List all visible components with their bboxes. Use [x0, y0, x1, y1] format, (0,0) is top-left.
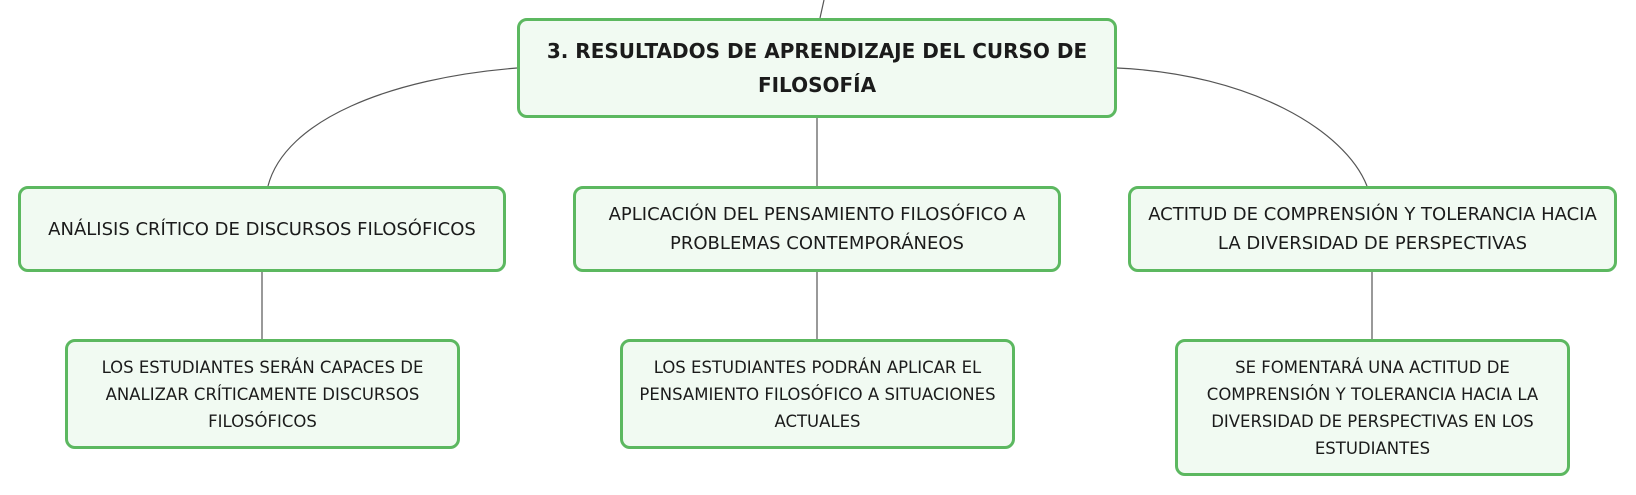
detail-node-label: LOS ESTUDIANTES SERÁN CAPACES DE ANALIZA… — [101, 357, 424, 431]
root-node-label: 3. RESULTADOS DE APRENDIZAJE DEL CURSO D… — [546, 39, 1088, 97]
detail-node-application[interactable]: LOS ESTUDIANTES PODRÁN APLICAR EL PENSAM… — [620, 339, 1015, 449]
branch-node-tolerance[interactable]: ACTITUD DE COMPRENSIÓN Y TOLERANCIA HACI… — [1128, 186, 1617, 272]
detail-node-tolerance[interactable]: SE FOMENTARÁ UNA ACTITUD DE COMPRENSIÓN … — [1175, 339, 1570, 476]
branch-node-critical-analysis[interactable]: ANÁLISIS CRÍTICO DE DISCURSOS FILOSÓFICO… — [18, 186, 506, 272]
branch-node-application[interactable]: APLICACIÓN DEL PENSAMIENTO FILOSÓFICO A … — [573, 186, 1061, 272]
detail-node-label: SE FOMENTARÁ UNA ACTITUD DE COMPRENSIÓN … — [1206, 357, 1539, 458]
detail-node-critical-analysis[interactable]: LOS ESTUDIANTES SERÁN CAPACES DE ANALIZA… — [65, 339, 460, 449]
branch-node-label: APLICACIÓN DEL PENSAMIENTO FILOSÓFICO A … — [608, 204, 1026, 254]
detail-node-label: LOS ESTUDIANTES PODRÁN APLICAR EL PENSAM… — [639, 357, 996, 431]
root-node[interactable]: 3. RESULTADOS DE APRENDIZAJE DEL CURSO D… — [517, 18, 1117, 118]
connector-root-to-branch-1 — [267, 67, 518, 187]
branch-node-label: ACTITUD DE COMPRENSIÓN Y TOLERANCIA HACI… — [1148, 204, 1597, 254]
branch-node-label: ANÁLISIS CRÍTICO DE DISCURSOS FILOSÓFICO… — [48, 218, 476, 240]
connector-root-to-branch-3 — [1116, 67, 1368, 187]
connector-parent-to-root — [819, 0, 825, 19]
